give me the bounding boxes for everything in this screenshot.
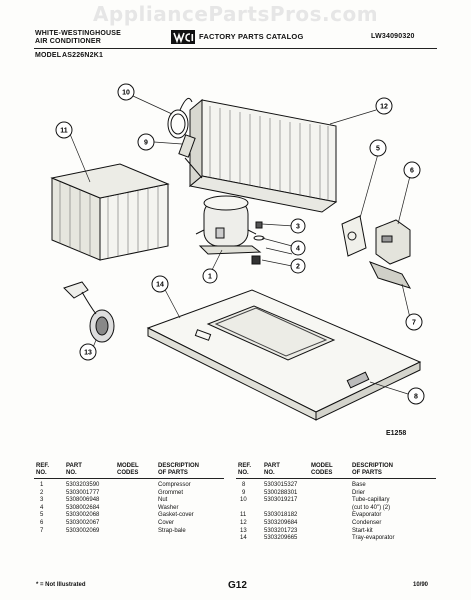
start-kit-part (63, 281, 115, 343)
callout-2: 2 (290, 258, 306, 274)
strap-bale-part (368, 261, 412, 289)
table-header-rule-right (236, 478, 436, 479)
table-row: 3 5308006948 Nut (40, 497, 168, 504)
col-ref-header: REF.NO. (36, 463, 50, 476)
compressor-part (195, 195, 262, 255)
brand-line-2: AIR CONDITIONER (35, 38, 101, 45)
svg-text:12: 12 (380, 104, 388, 111)
svg-text:2: 2 (296, 264, 300, 271)
table-row: (cut to 40") (2) (352, 504, 391, 511)
callout-10: 10 (117, 83, 135, 101)
table-row: 12 5303209684 Condenser (240, 519, 382, 526)
model-number: AS226N2K1 (62, 52, 104, 59)
capillary-tube-part (167, 97, 193, 139)
table-row: 7 5303002069 Strap-bale (40, 527, 186, 534)
svg-text:8: 8 (414, 394, 418, 401)
callout-12: 12 (375, 97, 393, 115)
table-row: 5 5303002068 Gasket-cover (40, 512, 194, 519)
table-row: 2 5303001777 Grommet (40, 489, 184, 496)
svg-text:4: 4 (296, 246, 300, 253)
svg-text:13: 13 (84, 350, 92, 357)
svg-text:9: 9 (144, 140, 148, 147)
parts-table-left: 1 5303203590 Compressor 2 5303001777 Gro… (36, 482, 226, 535)
table-row: 9 5300288301 Drier (242, 489, 365, 496)
callout-7: 7 (405, 313, 423, 331)
page-number: G12 (228, 580, 247, 591)
svg-text:10: 10 (122, 90, 130, 97)
base-tray-part (146, 289, 422, 421)
callout-3: 3 (290, 218, 306, 234)
table-row: 6 5303002067 Cover (40, 519, 175, 526)
cover-part (375, 219, 411, 265)
callout-14: 14 (151, 275, 169, 293)
parts-table-right: 8 5303015327 Base 9 5300288301 Drier 10 … (238, 482, 438, 543)
callout-13: 13 (79, 343, 97, 361)
callout-9: 9 (137, 133, 155, 151)
callout-4: 4 (290, 240, 306, 256)
svg-text:6: 6 (410, 168, 414, 175)
table-row: 8 5303015327 Base (242, 482, 366, 488)
grommet-part (251, 221, 265, 265)
table-row: 1 5303203590 Compressor (40, 482, 191, 488)
watermark: AppliancePartsPros.com (92, 2, 379, 26)
condenser-part (188, 98, 338, 213)
table-row: 11 5303018182 Evaporator (240, 512, 382, 519)
table-row: 10 5303019217 Tube-capillary (240, 497, 390, 504)
callout-11: 11 (55, 121, 73, 139)
callout-8: 8 (407, 387, 425, 405)
callout-6: 6 (403, 161, 421, 179)
model-label: MODEL (35, 52, 62, 59)
gasket-cover-part (341, 215, 367, 257)
col-ref-header-right: REF.NO. (238, 463, 252, 476)
catalog-number: LW34090320 (371, 33, 415, 40)
brand-line-1: WHITE-WESTINGHOUSE (35, 30, 122, 37)
svg-text:3: 3 (296, 224, 300, 231)
not-illustrated-note: * = Not Illustrated (36, 582, 86, 588)
svg-text:7: 7 (412, 320, 416, 327)
callout-1: 1 (202, 268, 218, 284)
svg-text:5: 5 (376, 146, 380, 153)
catalog-title: FACTORY PARTS CATALOG (199, 32, 304, 41)
table-header-rule-left (34, 478, 224, 479)
table-row: 4 5308002684 Washer (40, 504, 179, 511)
figure-code: E1258 (386, 430, 407, 437)
header-divider (34, 48, 437, 49)
exploded-parts-diagram: 10 12 9 11 5 6 3 4 2 1 7 14 13 8 (50, 83, 425, 421)
svg-text:14: 14 (156, 282, 164, 289)
table-row: 13 5303201723 Start-kit (240, 527, 373, 534)
drier-part (178, 134, 203, 179)
evaporator-part (50, 163, 170, 261)
callout-5: 5 (369, 139, 387, 157)
svg-text:11: 11 (60, 128, 68, 135)
svg-text:1: 1 (208, 274, 212, 281)
wci-logo-icon (171, 30, 195, 44)
revision-date: 10/90 (413, 582, 429, 588)
table-row: 14 5303209665 Tray-evaporator (240, 535, 395, 542)
